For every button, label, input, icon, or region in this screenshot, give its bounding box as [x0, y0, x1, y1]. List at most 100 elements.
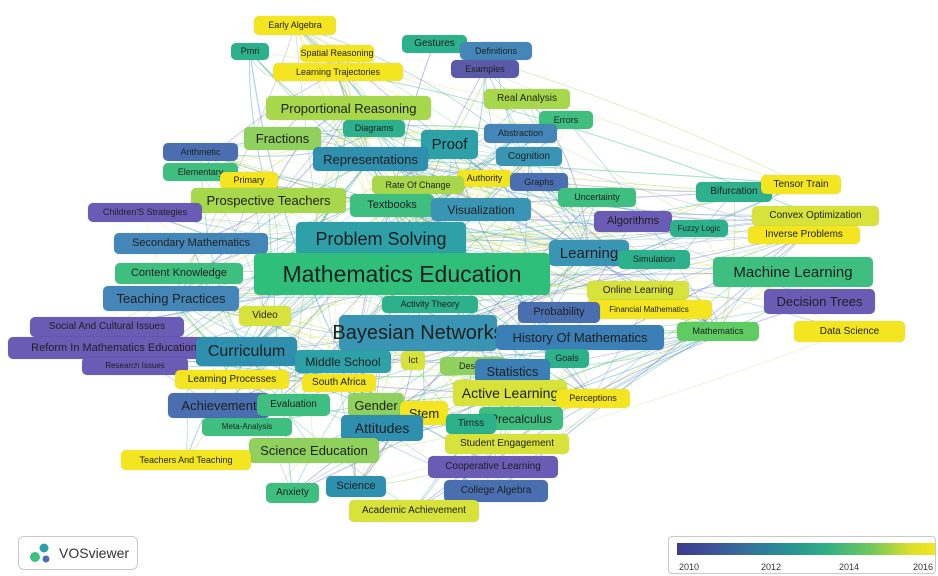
keyword-node[interactable]: Bayesian Networks [332, 315, 504, 351]
keyword-node[interactable]: Content Knowledge [115, 263, 243, 284]
keyword-node[interactable]: Textbooks [350, 194, 434, 217]
keyword-node[interactable]: Video [239, 306, 291, 326]
keyword-node[interactable]: Convex Optimization [752, 206, 879, 226]
keyword-node[interactable]: Activity Theory [382, 296, 478, 313]
keyword-node[interactable]: Science Education [249, 438, 379, 463]
legend-color-bar [677, 543, 935, 555]
keyword-node[interactable]: Tensor Train [761, 175, 841, 194]
keyword-node[interactable]: Learning Trajectories [273, 63, 403, 81]
vosviewer-brand-text: VOSviewer [59, 545, 130, 561]
keyword-node[interactable]: Representations [313, 147, 428, 171]
keyword-node[interactable]: Examples [451, 60, 519, 78]
keyword-node[interactable]: Student Engagement [445, 434, 569, 454]
keyword-node[interactable]: Statistics [475, 359, 550, 383]
keyword-node[interactable]: Gestures [402, 35, 467, 53]
keyword-node[interactable]: Fractions [244, 127, 321, 150]
keyword-node[interactable]: Proof [421, 130, 478, 159]
keyword-node[interactable]: Data Science [794, 321, 905, 342]
keyword-node[interactable]: Bifurcation [696, 182, 772, 202]
keyword-node[interactable]: South Africa [302, 374, 376, 392]
keyword-node[interactable]: Problem Solving [296, 222, 466, 256]
keyword-node[interactable]: Cognition [496, 147, 562, 166]
keyword-node[interactable]: Teachers And Teaching [121, 450, 251, 470]
link-edge [592, 234, 805, 399]
legend-tick: 2010 [679, 562, 700, 572]
keyword-node[interactable]: Learning [549, 240, 629, 266]
keyword-node[interactable]: Social And Cultural Issues [30, 317, 184, 337]
link-edge [144, 212, 805, 240]
keyword-node[interactable]: Algorithms [594, 211, 672, 232]
keyword-node[interactable]: Cooperative Learning [428, 456, 558, 478]
keyword-node[interactable]: Inverse Problems [748, 226, 860, 244]
keyword-node[interactable]: Learning Processes [175, 370, 289, 389]
keyword-node[interactable]: Prospective Teachers [191, 188, 346, 213]
link-edge [294, 25, 371, 160]
keyword-node[interactable]: History Of Mathematics [496, 325, 664, 350]
keyword-node[interactable]: Online Learning [587, 281, 689, 300]
keyword-node[interactable]: Authority [457, 170, 512, 187]
keyword-node[interactable]: Timss [446, 414, 496, 434]
keyword-node[interactable]: Decision Trees [764, 289, 875, 314]
keyword-node[interactable]: Definitions [460, 42, 532, 60]
link-edge [200, 119, 567, 173]
keyword-node[interactable]: Primary [220, 172, 278, 189]
keyword-node[interactable]: Attitudes [341, 415, 423, 441]
keyword-node[interactable]: Anxiety [266, 483, 319, 503]
link-edge [373, 128, 590, 254]
keyword-node[interactable]: Financial Mathematics [586, 300, 712, 319]
keyword-node[interactable]: College Algebra [444, 480, 548, 502]
keyword-node[interactable]: Gender [348, 393, 404, 417]
keyword-node[interactable]: Evaluation [257, 394, 330, 416]
keyword-node[interactable]: Mathematics Education [254, 253, 550, 295]
vosviewer-logo: VOSviewer [18, 536, 138, 570]
keyword-node[interactable]: Uncertainty [558, 188, 636, 207]
keyword-node[interactable]: Middle School [295, 350, 391, 373]
keyword-node[interactable]: Precalculus [479, 407, 563, 430]
link-edge [249, 51, 450, 145]
keyword-node[interactable]: Academic Achievement [349, 500, 479, 522]
link-edge [370, 158, 802, 186]
legend-tick: 2012 [761, 562, 782, 572]
keyword-node[interactable]: Abstraction [484, 124, 557, 143]
keyword-node[interactable]: Early Algebra [254, 16, 336, 35]
link-edge [370, 158, 735, 193]
year-color-legend: 2010 2012 2014 2016 [668, 536, 936, 574]
link-edge [170, 25, 296, 299]
keyword-node[interactable]: Simulation [618, 250, 690, 269]
keyword-node[interactable]: Graphs [510, 173, 568, 191]
link-edge [484, 68, 802, 185]
keyword-node[interactable]: Probability [518, 302, 600, 323]
vosviewer-logo-icon [30, 543, 50, 563]
keyword-node[interactable]: Arithmetic [163, 143, 238, 161]
keyword-node[interactable]: Elementary [163, 163, 238, 181]
legend-tick: 2016 [913, 562, 934, 572]
keyword-node[interactable]: Mathematics [677, 322, 759, 341]
keyword-node[interactable]: Rate Of Change [372, 176, 464, 194]
keyword-node[interactable]: Goals [545, 349, 589, 368]
keyword-node[interactable]: Active Learning [453, 380, 567, 406]
link-edge [355, 331, 850, 487]
keyword-node[interactable]: Proportional Reasoning [266, 96, 431, 120]
keyword-node[interactable]: Science [326, 476, 386, 497]
keyword-node[interactable]: Children'S Strategies [88, 203, 202, 222]
link-edge [218, 234, 805, 406]
legend-tick: 2014 [839, 562, 860, 572]
keyword-node[interactable]: Visualization [431, 198, 531, 221]
link-edge [526, 98, 590, 254]
keyword-node[interactable]: Spatial Reasoning [300, 45, 374, 62]
keyword-node[interactable]: Achievement [168, 393, 270, 418]
keyword-node[interactable]: Diagrams [343, 120, 405, 137]
keyword-node[interactable]: Reform In Mathematics Education [8, 337, 220, 359]
keyword-node[interactable]: Real Analysis [484, 89, 570, 109]
keyword-node[interactable]: Curriculum [196, 337, 297, 366]
link-edge [449, 144, 639, 291]
keyword-node[interactable]: Ict [401, 351, 425, 370]
keyword-node[interactable]: Teaching Practices [103, 286, 239, 311]
keyword-node[interactable]: Research Issues [82, 357, 188, 375]
keyword-node[interactable]: Meta-Analysis [202, 418, 292, 436]
keyword-node[interactable]: Pmri [231, 43, 269, 60]
keyword-node[interactable]: Machine Learning [713, 257, 873, 287]
keyword-node[interactable]: Secondary Mathematics [114, 233, 268, 254]
keyword-node[interactable]: Fuzzy Logic [670, 220, 728, 237]
keyword-node[interactable]: Perceptions [556, 389, 630, 408]
